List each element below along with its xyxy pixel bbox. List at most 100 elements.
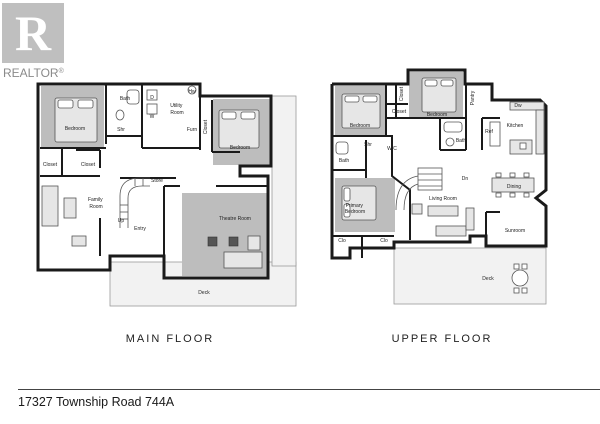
main-label-utility-line1: Utility <box>170 103 183 109</box>
main-stair-inner <box>127 185 150 228</box>
upper-dining-chair-4 <box>495 192 502 198</box>
upper-bed-left <box>341 93 381 129</box>
upper-label-clo-right: Clo <box>380 238 388 244</box>
upper-outer-wall <box>330 68 548 260</box>
footer-divider <box>18 389 600 390</box>
realtor-brand: REALTOR <box>3 66 59 80</box>
upper-label-bedroom-center: Bedroom <box>427 112 447 118</box>
main-deck-side <box>271 95 297 267</box>
upper-bed-center-pillow-2 <box>440 79 454 87</box>
upper-label-dining: Dining <box>507 184 521 190</box>
upper-floor-title: UPPER FLOOR <box>392 333 493 345</box>
upper-living-table <box>427 205 459 217</box>
main-bed-right-pillow-1 <box>221 111 237 120</box>
main-label-utility-room: Utility Room <box>170 103 184 116</box>
main-label-entry: Entry <box>134 226 146 232</box>
main-theatre-sofa <box>223 251 263 269</box>
upper-floor-plan: Bedroom Bedroom Closet Closet Pantry Dw … <box>330 68 548 305</box>
upper-label-dn: Dn <box>462 176 469 182</box>
upper-label-pantry: Pantry <box>470 90 476 105</box>
main-bed-left <box>54 97 98 143</box>
upper-label-living-room: Living Room <box>429 196 457 202</box>
upper-label-sunroom: Sunroom <box>505 228 525 234</box>
upper-bath-tub <box>443 121 463 133</box>
upper-wall-wic <box>374 135 411 240</box>
main-dryer <box>146 89 158 101</box>
upper-dining-table <box>491 177 535 193</box>
main-bath-toilet <box>115 109 125 121</box>
main-bed-left-pillow-1 <box>57 99 74 109</box>
main-label-family-room: Family Room <box>88 197 104 210</box>
upper-stair-landing <box>417 167 443 191</box>
main-family-table <box>63 197 77 219</box>
upper-dining-chair-5 <box>509 192 516 198</box>
main-bed-right-pillow-2 <box>240 111 256 120</box>
upper-kitchen-sink <box>519 142 527 150</box>
upper-dining-chair-1 <box>495 172 502 178</box>
main-family-chair <box>71 235 87 247</box>
upper-label-bath-center: Bath <box>456 138 467 144</box>
realtor-logo-wordmark: REALTOR® <box>3 66 65 80</box>
main-outer-wall <box>36 82 273 280</box>
main-bed-right <box>218 109 260 149</box>
realtor-logo: R REALTOR® <box>2 3 65 80</box>
upper-dining-chair-2 <box>509 172 516 178</box>
main-label-bath: Bath <box>120 96 131 102</box>
main-theatre-seat-2 <box>228 236 239 247</box>
upper-dining-chair-3 <box>523 172 530 178</box>
upper-deck-chair-1 <box>513 263 520 270</box>
upper-ref-box <box>489 121 501 147</box>
upper-label-shr: Shr <box>364 142 372 148</box>
main-family-sofa <box>41 185 59 227</box>
main-label-deck: Deck <box>198 290 210 296</box>
upper-bed-primary <box>341 185 377 221</box>
upper-bath-left-sink <box>335 141 349 155</box>
main-label-d: D <box>150 95 154 101</box>
upper-label-primary-line1: Primary <box>346 203 364 209</box>
upper-living-side-sofa <box>465 207 475 231</box>
upper-bed-center <box>421 77 457 113</box>
property-address: 17327 Township Road 744A <box>18 395 175 409</box>
upper-bath-toilet <box>445 137 455 147</box>
upper-stairs <box>395 167 443 211</box>
main-label-hw: Hw <box>188 89 196 95</box>
upper-label-clo-left: Clo <box>338 238 346 244</box>
main-theatre-seat-1 <box>207 236 218 247</box>
main-label-furn: Furn <box>187 127 198 133</box>
realtor-logo-letter: R <box>15 5 52 61</box>
main-label-bedroom-left: Bedroom <box>65 126 85 132</box>
upper-bed-left-pillow-2 <box>362 95 378 103</box>
upper-label-ref: Ref <box>485 129 493 135</box>
main-label-bedroom-right: Bedroom <box>230 145 250 151</box>
upper-stair-curve <box>395 175 419 211</box>
upper-bed-center-pillow-1 <box>424 79 438 87</box>
main-label-family-line2: Room <box>89 204 102 210</box>
upper-living-chair <box>411 203 423 215</box>
upper-bed-left-pillow-1 <box>344 95 360 103</box>
upper-label-primary-bedroom: Primary Bedroom <box>345 203 365 215</box>
main-theatre-side-table <box>247 235 261 251</box>
main-label-family-line1: Family <box>88 197 103 203</box>
upper-label-closet-mid: Closet <box>392 109 407 115</box>
upper-deck-chair-2 <box>521 263 528 270</box>
main-label-closet-left: Closet <box>43 162 58 168</box>
upper-label-kitchen: Kitchen <box>507 123 524 129</box>
upper-label-dw: Dw <box>514 103 522 109</box>
realtor-logo-box <box>2 3 64 63</box>
upper-living-sofa <box>435 225 467 237</box>
upper-kitchen-counter-top <box>509 101 545 111</box>
main-hot-water-tank <box>187 85 197 95</box>
main-label-w: W <box>150 114 155 120</box>
upper-bed-primary-pillow-2 <box>343 203 351 218</box>
realtor-mark: ® <box>59 67 65 75</box>
main-label-shr: Shr <box>117 127 125 133</box>
upper-label-primary-line2: Bedroom <box>345 209 365 215</box>
main-label-closet-right: Closet <box>81 162 96 168</box>
main-label-store: Store <box>151 178 163 184</box>
main-stair-outline <box>119 177 150 228</box>
upper-label-bedroom-left: Bedroom <box>350 123 370 129</box>
upper-label-wic: W/C <box>387 146 397 152</box>
upper-dining-chair-6 <box>523 192 530 198</box>
main-floor-title: MAIN FLOOR <box>126 333 214 345</box>
